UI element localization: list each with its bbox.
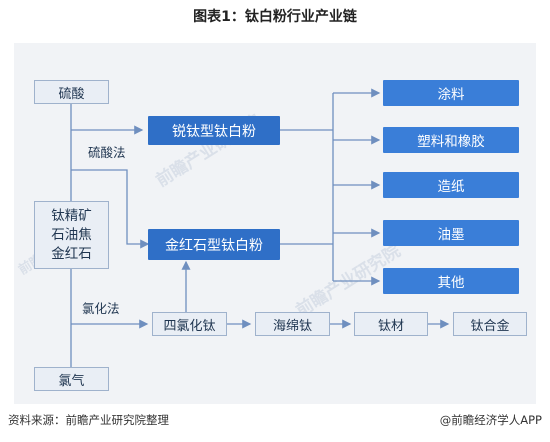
chain-titanium-material: 钛材	[354, 312, 428, 336]
mineral-rutile: 金红石	[51, 245, 92, 262]
chain-titanium-alloy: 钛合金	[453, 312, 527, 336]
mineral-petroleum-coke: 石油焦	[51, 226, 92, 243]
label-sulfuric-process: 硫酸法	[88, 145, 126, 160]
input-sulfuric-acid: 硫酸	[34, 80, 109, 104]
application-ink: 油墨	[383, 220, 519, 246]
application-coatings: 涂料	[383, 80, 519, 106]
application-plastics-rubber: 塑料和橡胶	[383, 127, 519, 153]
chain-titanium-tetrachloride: 四氯化钛	[152, 312, 227, 336]
input-minerals: 钛精矿 石油焦 金红石	[34, 201, 109, 269]
footer-source: 资料来源：前瞻产业研究院整理	[8, 413, 169, 427]
product-anatase: 锐钛型钛白粉	[148, 116, 280, 145]
input-chlorine: 氯气	[34, 367, 109, 391]
footer-credit: @前瞻经济学人APP	[439, 413, 542, 427]
mineral-ilmenite: 钛精矿	[51, 207, 92, 224]
product-rutile: 金红石型钛白粉	[148, 229, 280, 260]
application-paper: 造纸	[383, 172, 519, 198]
chain-sponge-titanium: 海绵钛	[255, 312, 330, 336]
label-chloride-process: 氯化法	[82, 301, 120, 316]
page-title: 图表1：钛白粉行业产业链	[193, 9, 357, 25]
application-other: 其他	[383, 268, 519, 294]
